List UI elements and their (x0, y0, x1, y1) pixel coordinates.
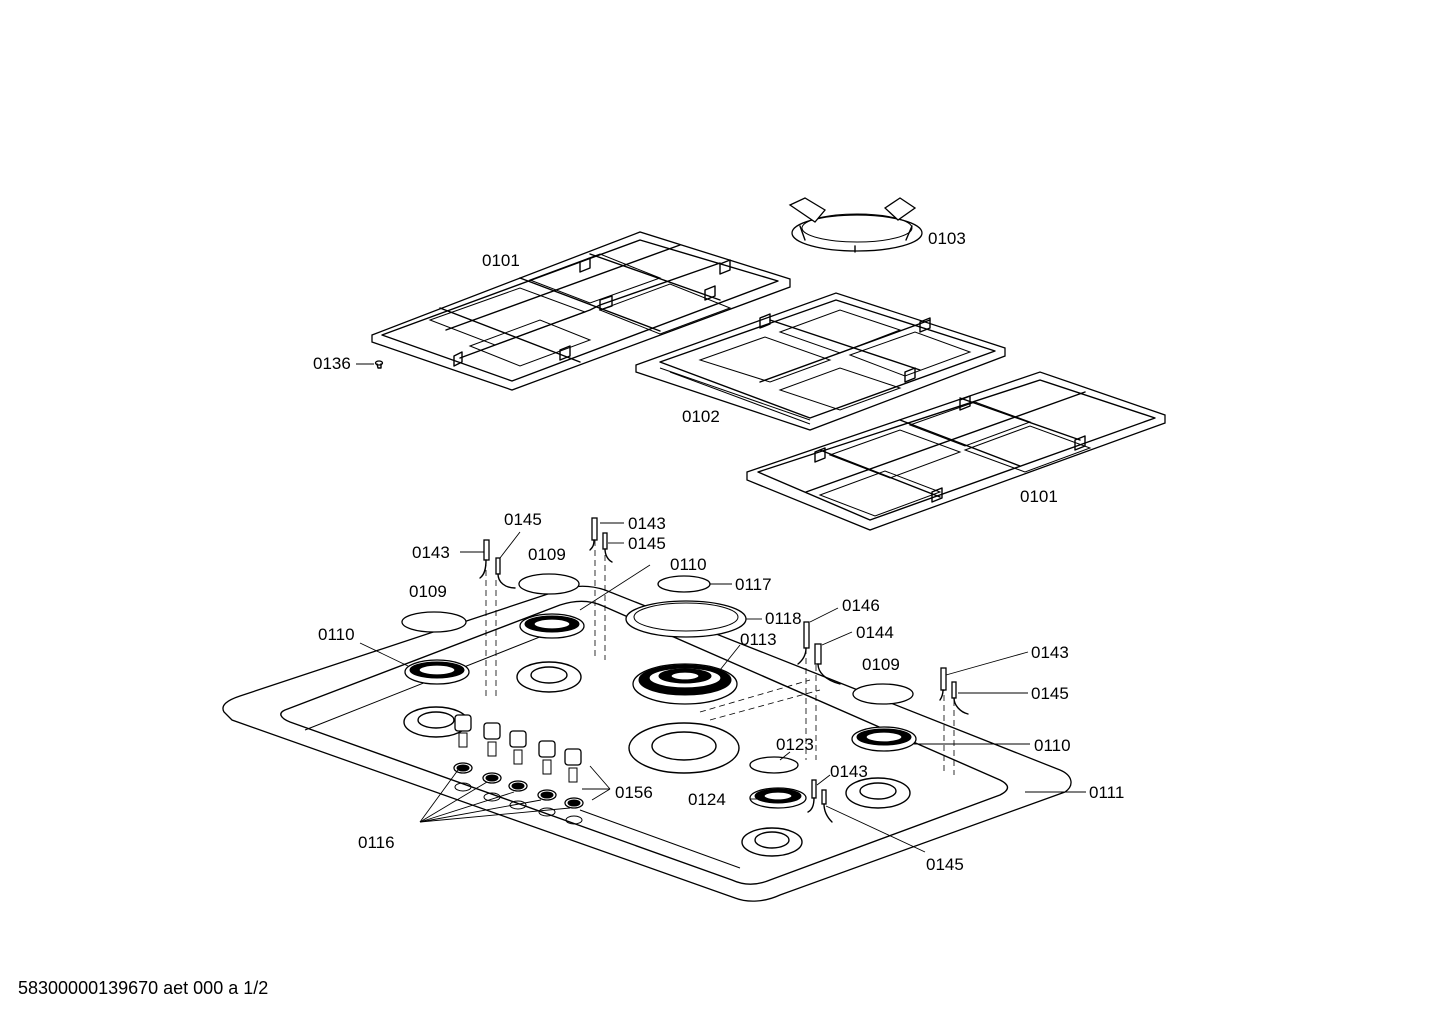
label-electrode-mid: 0145 (628, 534, 666, 553)
flame-spreader-right[interactable] (851, 726, 917, 752)
wok-burner[interactable] (632, 663, 738, 705)
label-hob-tray: 0111 (1089, 783, 1124, 802)
label-wok-burner: 0113 (740, 630, 777, 649)
pan-support-grate-right[interactable] (746, 371, 1166, 531)
electrode-wok[interactable] (814, 643, 841, 685)
leader-lines (359, 522, 1086, 853)
knob-valve-parts[interactable] (453, 714, 584, 825)
thermocouple-wok[interactable] (797, 621, 810, 665)
label-electrode-wok: 0144 (856, 623, 894, 642)
valve-stack-4 (537, 740, 557, 817)
label-electrode-right: 0145 (1031, 684, 1069, 703)
label-cap-small-center: 0117 (735, 575, 772, 594)
flame-spreader-small-front[interactable] (749, 787, 807, 809)
burner-cap-mid[interactable] (518, 573, 580, 595)
label-grate-center: 0102 (682, 407, 720, 426)
label-electrode-left: 0145 (504, 510, 542, 529)
valve-stack-3 (508, 730, 528, 810)
label-screw: 0136 (313, 354, 351, 373)
document-code: 58300000139670 aet 000 a 1/2 (18, 978, 269, 998)
thermocouple-front[interactable] (807, 779, 817, 813)
burner-cap-left[interactable] (401, 611, 467, 633)
label-electrode-front: 0145 (926, 855, 964, 874)
valve-stack-2 (482, 722, 502, 802)
electrode-mid[interactable] (602, 532, 613, 563)
label-cap-right: 0109 (862, 655, 900, 674)
pan-support-grate-left[interactable] (371, 231, 791, 391)
label-seals: 0116 (358, 833, 395, 852)
label-spreader-small-front: 0124 (688, 790, 726, 809)
label-thermocouple-mid: 0143 (628, 514, 666, 533)
thermocouple-left[interactable] (479, 539, 490, 579)
tray-burner-cup-right (845, 777, 911, 809)
label-wok-ring: 0103 (928, 229, 966, 248)
electrode-left[interactable] (495, 557, 516, 589)
burner-cap-small-center[interactable] (657, 575, 711, 593)
tray-burner-cup-center (628, 722, 740, 774)
pan-support-grate-center[interactable] (635, 292, 1006, 431)
flame-spreader-mid[interactable] (519, 613, 585, 639)
electrode-right[interactable] (951, 681, 969, 715)
valve-stack-5 (564, 748, 584, 825)
label-spreader-right: 0110 (1034, 736, 1071, 755)
label-cap-small-front: 0123 (776, 735, 814, 754)
label-knob-parts: 0156 (615, 783, 653, 802)
wok-ring[interactable] (788, 197, 923, 253)
label-spreader-mid: 0110 (670, 555, 707, 574)
label-grate-right: 0101 (1020, 487, 1058, 506)
wok-burner-ring[interactable] (625, 600, 747, 638)
label-cap-left: 0109 (409, 582, 447, 601)
label-thermocouple-right: 0143 (1031, 643, 1069, 662)
label-thermocouple-front: 0143 (830, 762, 868, 781)
tray-burner-cup-mid (516, 661, 582, 693)
screw[interactable] (356, 360, 384, 369)
burner-cap-small-front[interactable] (749, 756, 799, 774)
label-cap-mid: 0109 (528, 545, 566, 564)
part-labels: 0101 0103 0136 0102 0101 0145 0143 0109 … (313, 229, 1124, 874)
thermocouple-right[interactable] (939, 667, 947, 701)
thermocouple-mid[interactable] (589, 517, 598, 551)
label-grate-left: 0101 (482, 251, 520, 270)
valve-stack-1 (453, 714, 473, 792)
label-ring-center: 0118 (765, 609, 802, 628)
label-thermocouple-left: 0143 (412, 543, 450, 562)
electrode-front[interactable] (821, 789, 833, 823)
flame-spreader-left[interactable] (404, 659, 470, 685)
label-thermocouple-wok: 0146 (842, 596, 880, 615)
burner-cap-right[interactable] (852, 683, 914, 705)
tray-burner-cup-front (741, 827, 803, 857)
label-spreader-left: 0110 (318, 625, 355, 644)
